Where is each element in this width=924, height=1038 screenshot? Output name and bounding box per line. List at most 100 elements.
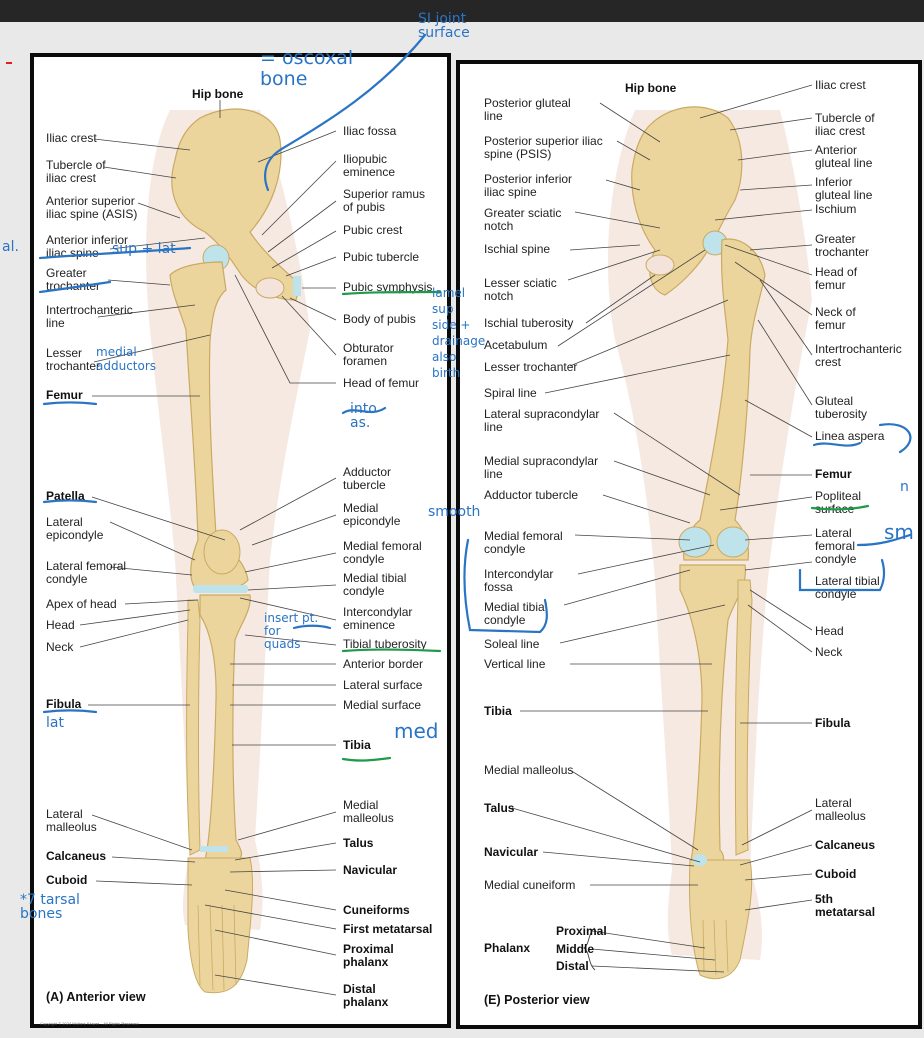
a-neck-label: Neck — [46, 640, 74, 654]
e-fifth-metatarsal-label: 5th metatarsal — [815, 892, 876, 919]
a-pubic-crest-label: Pubic crest — [343, 223, 403, 237]
pubic-symphysis-underline — [341, 290, 442, 296]
e-tibia-label: Tibia — [484, 704, 512, 718]
a-anterior-border-label: Anterior border — [343, 657, 424, 671]
linea-aspera-hook — [878, 423, 912, 454]
anterior-obturator-foramen-shape — [255, 277, 285, 299]
a-apex-of-head-label: Apex of head — [46, 597, 117, 611]
e-posterior-inferior-iliac-spine-label: Posterior inferior iliac spine — [484, 172, 573, 199]
copyright-notice: Copyright © 2024 Wolters Kluwer – All Ri… — [40, 1021, 139, 1026]
a-distal-phalanx-label: Distal phalanx — [343, 982, 389, 1009]
a-intertrochanteric-line-label: Intertrochanteric line — [46, 303, 133, 330]
tibia-underline — [341, 756, 392, 762]
e-intertrochanteric-crest-label: Intertrochanteric crest — [815, 342, 902, 369]
anterior-femur-shape — [169, 261, 249, 591]
e-calcaneus-label: Calcaneus — [815, 838, 876, 852]
a-head-of-femur-label: Head of femur — [343, 376, 420, 390]
anterior-toe-lines — [197, 904, 237, 991]
e-psis-label: Posterior superior iliac spine (PSIS) — [484, 134, 603, 161]
e-lateral-femoral-condyle-label: Lateral femoral condyle — [815, 526, 857, 566]
e-soleal-line-label: Soleal line — [484, 637, 540, 651]
a-medial-femoral-condyle-label: Medial femoral condyle — [343, 539, 422, 566]
annotation-insert-quads: insert pt. for quads — [264, 611, 319, 651]
posterior-toe-lines — [702, 919, 729, 976]
a-intercondylar-eminence-label: Intercondylar eminence — [343, 605, 413, 632]
a-tubercle-iliac-crest-label: Tubercle of iliac crest — [46, 158, 106, 185]
e-ischium-label: Ischium — [815, 202, 857, 216]
e-posterior-gluteal-line-label: Posterior gluteal line — [484, 96, 571, 123]
posterior-obturator-foramen-shape — [645, 254, 675, 276]
a-calcaneus-label: Calcaneus — [46, 849, 107, 863]
e-medial-tibial-condyle-label: Medial tibial condyle — [484, 600, 548, 627]
posterior-fibula-shape — [734, 579, 753, 856]
anterior-view-caption: (A) Anterior view — [46, 990, 146, 1004]
e-neck-of-femur-label: Neck of femur — [815, 305, 856, 332]
annotation-smooth: smooth — [428, 504, 481, 520]
a-medial-malleolus-label: Medial malleolus — [343, 798, 394, 825]
e-cuboid-label: Cuboid — [815, 867, 857, 881]
phalanx-brace — [583, 927, 596, 971]
a-lateral-epicondyle-label: Lateral epicondyle — [46, 515, 104, 542]
a-iliopubic-eminence-label: Iliopubic eminence — [343, 152, 396, 179]
posterior-leader-lines — [511, 84, 813, 973]
posterior-talus-cartilage-shape — [693, 854, 707, 866]
e-lateral-malleolus-label: Lateral malleolus — [815, 796, 866, 823]
si-joint-arrow — [264, 33, 427, 192]
posterior-hip-bone-shape — [631, 106, 743, 296]
e-navicular-label: Navicular — [484, 845, 539, 859]
e-femur-label: Femur — [815, 467, 852, 481]
annotation-lat: lat — [46, 715, 64, 731]
tibial-tuberosity-underline — [341, 648, 442, 653]
anterior-tibia-shape — [199, 594, 251, 861]
posterior-view-caption: (E) Posterior view — [484, 993, 590, 1007]
e-middle-label: Middle — [556, 942, 594, 956]
a-superior-ramus-label: Superior ramus of pubis — [343, 187, 426, 214]
e-fibula-label: Fibula — [815, 716, 851, 730]
insert-arrow — [292, 624, 332, 630]
anterior-knee-cartilage-shape — [193, 585, 248, 593]
e-medial-cuneiform-label: Medial cuneiform — [484, 878, 576, 892]
e-anterior-gluteal-line-label: Anterior gluteal line — [815, 143, 873, 170]
e-lateral-supracondylar-line-label: Lateral supracondylar line — [484, 407, 600, 434]
a-lesser-trochanter-label: Lesser trochanter — [46, 346, 101, 373]
greater-trochanter-underline — [38, 280, 112, 294]
popliteal-surface-underline — [810, 504, 870, 511]
lateral-tibial-bracket — [798, 558, 886, 592]
a-pubic-tubercle-label: Pubic tubercle — [343, 250, 420, 264]
a-iliac-crest-label: Iliac crest — [46, 131, 97, 145]
a-medial-tibial-condyle-label: Medial tibial condyle — [343, 571, 407, 598]
linea-aspera-squiggle — [812, 441, 862, 447]
a-body-of-pubis-label: Body of pubis — [343, 312, 416, 326]
a-first-metatarsal-label: First metatarsal — [343, 922, 433, 936]
e-lesser-trochanter-label: Lesser trochanter — [484, 360, 578, 374]
annotation-al: al. — [2, 239, 19, 255]
e-head-label: Head — [815, 624, 844, 638]
annotation-into-as: into as. — [350, 401, 377, 431]
a-adductor-tubercle-label: Adductor tubercle — [343, 465, 392, 492]
femur-underline — [42, 401, 98, 406]
e-phalanx-label: Phalanx — [484, 941, 531, 955]
a-medial-epicondyle-label: Medial epicondyle — [343, 501, 401, 528]
medial-condyles-bracket — [463, 538, 548, 634]
a-asis-label: Anterior superior iliac spine (ASIS) — [46, 194, 138, 221]
annotation-medial-adductors: medial adductors — [96, 345, 157, 373]
e-greater-trochanter-label: Greater trochanter — [815, 232, 870, 259]
a-tibia-label: Tibia — [343, 738, 371, 752]
e-iliac-crest-label: Iliac crest — [815, 78, 866, 92]
e-medial-malleolus-label: Medial malleolus — [484, 763, 574, 777]
annotation-med: med — [394, 719, 439, 743]
e-neck-label: Neck — [815, 645, 843, 659]
anterior-pubic-symphysis-shape — [293, 276, 301, 296]
e-adductor-tubercle-label: Adductor tubercle — [484, 488, 579, 502]
red-margin-mark — [6, 62, 12, 64]
e-acetabulum-label: Acetabulum — [484, 338, 548, 352]
posterior-medial-condyle-shape — [678, 526, 712, 558]
anterior-leader-lines — [79, 100, 337, 996]
a-iliac-fossa-label: Iliac fossa — [343, 124, 397, 138]
a-navicular-label: Navicular — [343, 863, 398, 877]
e-lesser-sciatic-notch-label: Lesser sciatic notch — [484, 276, 557, 303]
e-medial-femoral-condyle-label: Medial femoral condyle — [484, 529, 563, 556]
